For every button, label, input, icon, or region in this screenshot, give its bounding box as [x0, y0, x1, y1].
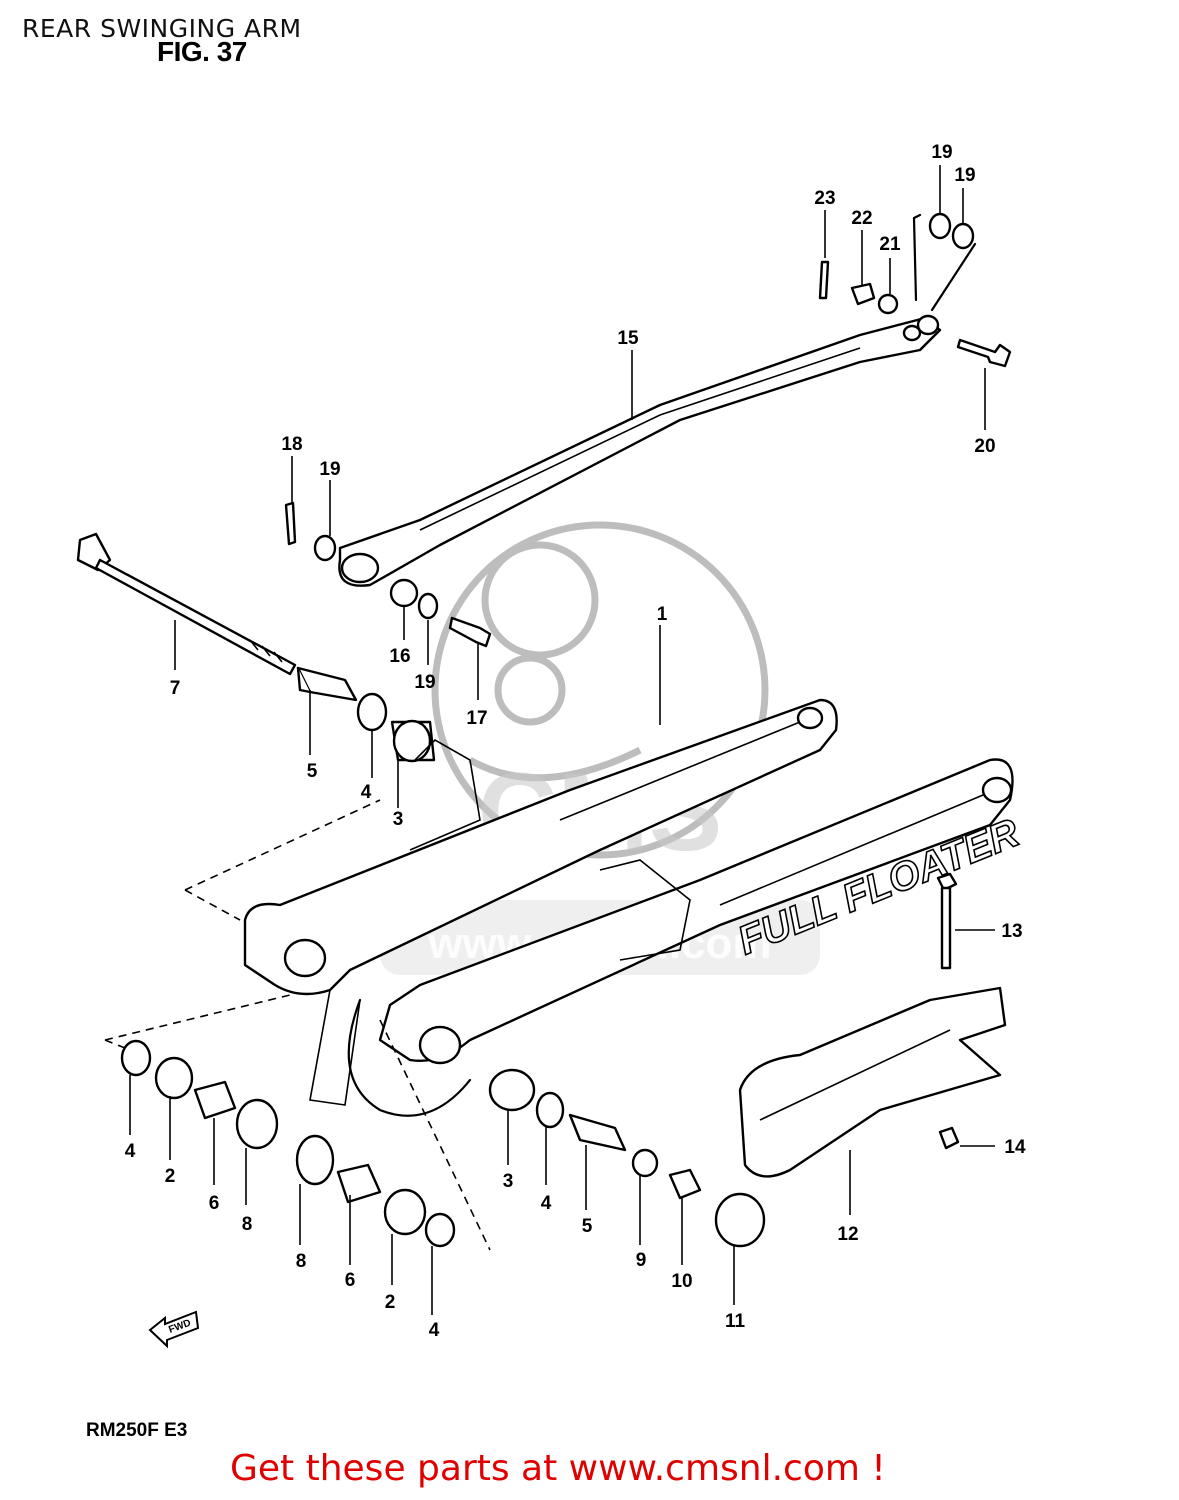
- page-title: REAR SWINGING ARM: [22, 14, 302, 43]
- parts-upper-left-bearings: [284, 501, 492, 763]
- parts-lower-right-stack: [488, 1068, 766, 1248]
- part-15-rod: [338, 314, 942, 587]
- part-7-axle: [76, 532, 297, 676]
- model-code: RM250F E3: [86, 1420, 188, 1441]
- callout-5a: 5: [307, 761, 318, 782]
- hardware-top-right: [818, 212, 1012, 368]
- callout-4d: 4: [541, 1193, 552, 1214]
- callout-7: 7: [170, 678, 181, 699]
- callout-6b: 6: [345, 1270, 356, 1291]
- callout-19c: 19: [319, 459, 340, 480]
- callout-8a: 8: [242, 1214, 253, 1235]
- callout-13: 13: [1001, 921, 1022, 942]
- callout-2b: 2: [385, 1292, 396, 1313]
- callout-9: 9: [636, 1250, 647, 1271]
- callout-2a: 2: [165, 1166, 176, 1187]
- callout-14: 14: [1004, 1137, 1026, 1158]
- callout-11: 11: [725, 1311, 746, 1332]
- callout-18: 18: [281, 434, 302, 455]
- callout-labels: 23 22 21 19 19 15 20 18 19 1 16 19 17 7 …: [125, 142, 1026, 1341]
- parts-lower-left-stack: [120, 1039, 456, 1248]
- figure-label: FIG. 37: [157, 36, 247, 67]
- callout-20: 20: [974, 436, 995, 457]
- callout-3a: 3: [393, 809, 404, 830]
- callout-1: 1: [657, 604, 668, 625]
- fwd-arrow-icon: FWD: [148, 1310, 200, 1349]
- callout-22: 22: [851, 208, 872, 229]
- callout-8b: 8: [296, 1251, 307, 1272]
- callout-6a: 6: [209, 1193, 220, 1214]
- callout-17: 17: [466, 708, 487, 729]
- callout-4b: 4: [125, 1141, 136, 1162]
- callout-23: 23: [814, 188, 835, 209]
- callout-10: 10: [671, 1271, 692, 1292]
- callout-19d: 19: [414, 672, 435, 693]
- callout-3b: 3: [503, 1171, 514, 1192]
- callout-5b: 5: [582, 1216, 593, 1237]
- get-parts-link[interactable]: Get these parts at www.cmsnl.com !: [230, 1448, 886, 1489]
- callout-19b: 19: [954, 165, 975, 186]
- callout-15: 15: [617, 328, 639, 349]
- callout-4a: 4: [361, 782, 372, 803]
- callout-19a: 19: [931, 142, 952, 163]
- part-13-bolt: [936, 872, 958, 970]
- callout-21: 21: [879, 234, 901, 255]
- leader-lines: [104, 165, 995, 1315]
- callout-16: 16: [389, 646, 410, 667]
- callout-12: 12: [837, 1224, 858, 1245]
- callout-4c: 4: [429, 1320, 440, 1341]
- part-12-chain-guide: [738, 986, 1007, 1178]
